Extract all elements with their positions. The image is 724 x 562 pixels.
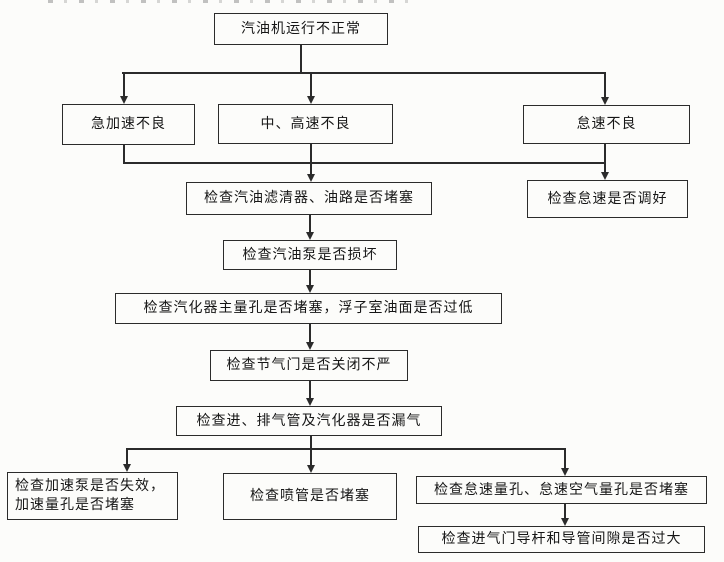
arrowhead-check-nozzle — [307, 465, 315, 473]
edge-leak-down — [310, 436, 312, 449]
node-rapid-accel-poor: 急加速不良 — [62, 104, 195, 145]
node-check-throttle: 检查节气门是否关闭不严 — [210, 350, 408, 381]
node-check-fuel-pump: 检查汽油泵是否损坏 — [223, 240, 397, 270]
node-check-valve-guide: 检查进气门导杆和导管间隙是否过大 — [418, 526, 705, 553]
node-mid-high-speed-poor: 中、高速不良 — [218, 104, 393, 144]
edge-to-idle-jet — [564, 448, 566, 469]
edge-to-rapid-accel — [123, 72, 125, 97]
arrowhead-check-filter — [307, 174, 315, 182]
edge-idlejet-to-valveguide — [564, 504, 566, 519]
edge-pump-to-mainjet — [309, 270, 311, 286]
node-check-nozzle: 检查喷管是否堵塞 — [223, 473, 397, 520]
arrowhead-check-pump — [306, 232, 314, 240]
edge-midhigh-to-filter — [310, 144, 312, 175]
arrowhead-check-main-jet — [306, 285, 314, 293]
node-idle-poor: 怠速不良 — [523, 105, 690, 144]
edge-to-mid-high — [310, 72, 312, 97]
edge-rapid-accel-down — [123, 145, 125, 163]
scan-artifact — [48, 0, 420, 3]
edge-branch-bus-top — [122, 72, 605, 74]
arrowhead-check-leak — [306, 398, 314, 406]
node-engine-abnormal: 汽油机运行不正常 — [214, 13, 388, 45]
arrowhead-check-valve-guide — [561, 518, 569, 526]
edge-throttle-to-leak — [309, 381, 311, 399]
edge-branch-bus-bottom — [126, 448, 566, 450]
edge-to-nozzle — [310, 448, 312, 466]
node-check-manifold-leak: 检查进、排气管及汽化器是否漏气 — [176, 406, 442, 436]
edge-root-stem — [300, 45, 302, 72]
arrowhead-check-idle-adjust — [601, 172, 609, 180]
edge-to-accel-pump — [126, 448, 128, 465]
node-check-main-jet: 检查汽化器主量孔是否堵塞，浮子室油面是否过低 — [115, 293, 502, 324]
node-check-accel-pump: 检查加速泵是否失效， 加速量孔是否堵塞 — [7, 472, 178, 520]
edge-filter-to-pump — [309, 215, 311, 233]
edge-to-idle — [604, 72, 606, 98]
edge-branch-bus-mid — [123, 162, 605, 164]
arrowhead-rapid-accel — [120, 96, 128, 104]
edge-mainjet-to-throttle — [309, 324, 311, 343]
edge-idle-to-adjust — [604, 144, 606, 173]
arrowhead-check-throttle — [306, 342, 314, 350]
node-check-fuel-filter: 检查汽油滤清器、油路是否堵塞 — [186, 182, 432, 215]
node-check-idle-adjust: 检查怠速是否调好 — [527, 180, 688, 218]
arrowhead-idle — [601, 97, 609, 105]
arrowhead-check-idle-jet — [561, 468, 569, 476]
arrowhead-mid-high — [307, 96, 315, 104]
node-check-idle-jet: 检查怠速量孔、怠速空气量孔是否堵塞 — [416, 476, 707, 504]
arrowhead-check-accel-pump — [123, 464, 131, 472]
